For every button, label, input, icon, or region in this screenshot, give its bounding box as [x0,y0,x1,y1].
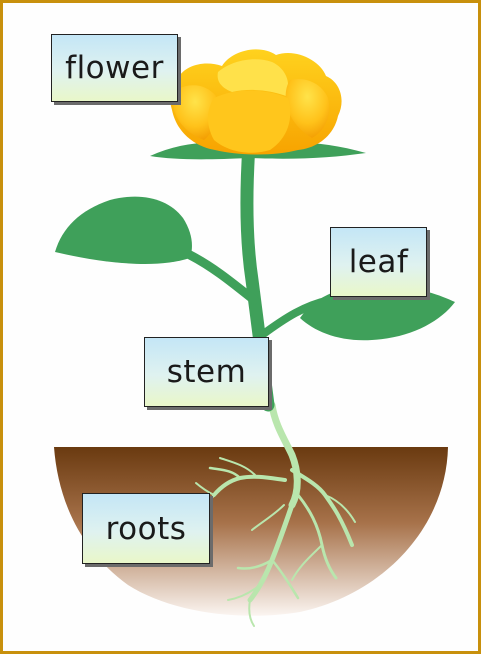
label-leaf: leaf [330,227,427,297]
label-stem: stem [144,337,269,407]
label-flower: flower [51,34,178,102]
flower-head [170,49,342,154]
leaf-left [55,197,192,264]
label-roots: roots [82,493,210,564]
